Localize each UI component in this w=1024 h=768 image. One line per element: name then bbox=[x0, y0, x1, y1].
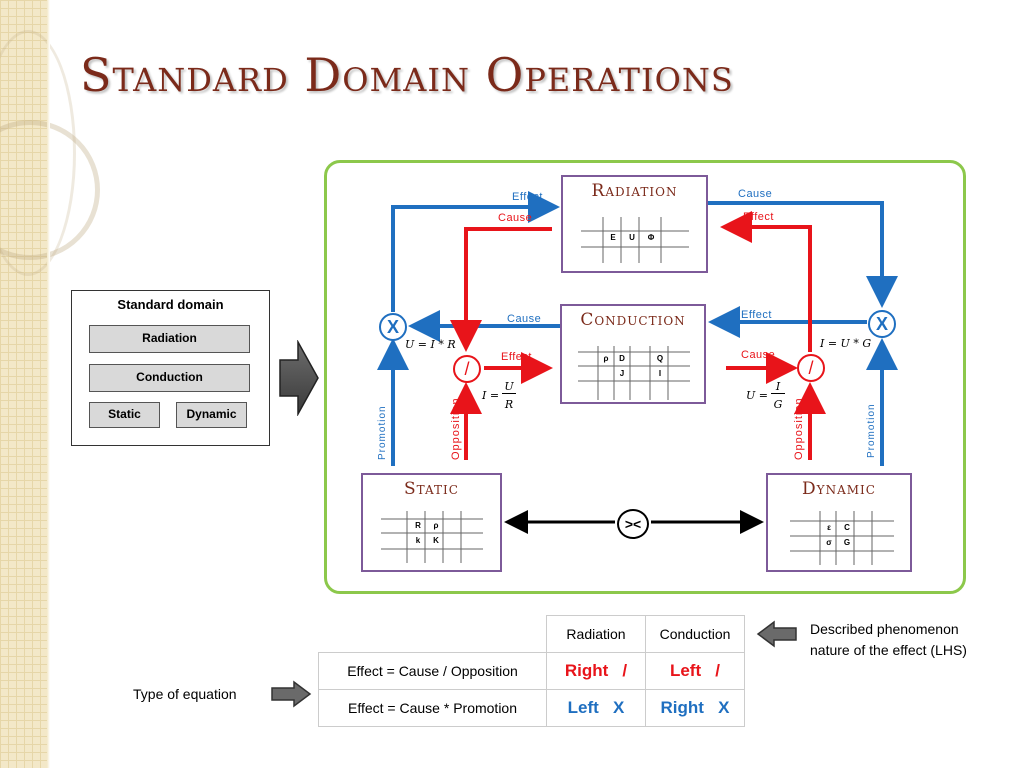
type-of-equation-note: Type of equation bbox=[133, 686, 237, 702]
label-opposition: Opposition bbox=[450, 397, 462, 460]
operation-table: Radiation Conduction Effect = Cause / Op… bbox=[318, 615, 745, 727]
equation-i-numerator: U bbox=[502, 380, 516, 394]
standard-domain-radiation: Radiation bbox=[89, 325, 250, 353]
table-row: Effect = Cause / Opposition Right / Left… bbox=[318, 652, 745, 690]
label-effect: Effect bbox=[743, 211, 774, 223]
equation-i-ug: I = U * G bbox=[820, 337, 872, 350]
radiation-title: Radiation bbox=[591, 181, 678, 201]
grid-cell: K bbox=[433, 536, 439, 545]
grid-cell: Q bbox=[656, 354, 664, 363]
compare-operator: >< bbox=[617, 509, 649, 539]
grid-cell: U bbox=[629, 233, 635, 242]
grid-cell: ρ bbox=[433, 521, 439, 530]
divide-operator-right: / bbox=[797, 354, 825, 382]
equation-u-ir: U = I * R bbox=[405, 338, 456, 351]
label-cause: Cause bbox=[498, 212, 533, 224]
table-cell: Left X bbox=[546, 689, 646, 727]
table-header: Conduction bbox=[645, 615, 745, 653]
grid-cell: C bbox=[844, 523, 850, 532]
standard-domain-dynamic: Dynamic bbox=[176, 402, 247, 428]
static-box: Static R ρ k K bbox=[361, 473, 502, 572]
static-title: Static bbox=[404, 479, 459, 499]
conduction-grid bbox=[578, 346, 690, 400]
label-cause: Cause bbox=[738, 188, 773, 200]
multiply-operator-right: X bbox=[868, 310, 896, 338]
right-arrow-icon bbox=[279, 340, 319, 416]
label-cause: Cause bbox=[507, 313, 542, 325]
conduction-title: Conduction bbox=[580, 310, 686, 330]
equation-i-denominator: R bbox=[504, 398, 514, 411]
standard-domain-conduction: Conduction bbox=[89, 364, 250, 392]
label-promotion: Promotion bbox=[866, 403, 877, 458]
grid-cell: Φ bbox=[647, 233, 655, 242]
label-opposition: Opposition bbox=[793, 397, 805, 460]
phenomenon-note: Described phenomenon nature of the effec… bbox=[810, 619, 967, 661]
equation-u-lhs: U = bbox=[746, 389, 768, 402]
table-header: Radiation bbox=[546, 615, 646, 653]
table-empty-cell bbox=[318, 615, 547, 653]
grid-cell: E bbox=[610, 233, 616, 242]
grid-cell: k bbox=[415, 536, 421, 545]
multiply-operator-left: X bbox=[379, 313, 407, 341]
phenomenon-note-line: nature of the effect (LHS) bbox=[810, 642, 967, 658]
table-cell: Left / bbox=[645, 652, 745, 690]
phenomenon-note-line: Described phenomenon bbox=[810, 621, 959, 637]
label-effect: Effect bbox=[501, 351, 532, 363]
dynamic-box: Dynamic ε C σ G bbox=[766, 473, 912, 572]
radiation-box: Radiation E U Φ bbox=[561, 175, 708, 273]
label-effect: Effect bbox=[512, 191, 543, 203]
grid-cell: σ bbox=[826, 538, 832, 547]
label-promotion: Promotion bbox=[377, 405, 388, 460]
radiation-grid bbox=[581, 217, 689, 263]
equation-u-numerator: I bbox=[771, 380, 785, 394]
slide-title: Standard Domain Operations bbox=[80, 48, 734, 102]
grid-cell: ρ bbox=[603, 354, 609, 363]
decorative-side-strip bbox=[0, 0, 100, 768]
standard-domain-title: Standard domain bbox=[117, 297, 224, 312]
table-header-row: Radiation Conduction bbox=[318, 615, 745, 653]
grid-cell: I bbox=[658, 369, 662, 378]
table-row-label: Effect = Cause * Promotion bbox=[318, 689, 547, 727]
equation-i-lhs: I = bbox=[482, 389, 500, 402]
table-row-label: Effect = Cause / Opposition bbox=[318, 652, 547, 690]
grid-cell: J bbox=[619, 369, 625, 378]
table-row: Effect = Cause * Promotion Left X Right … bbox=[318, 689, 745, 727]
grid-cell: G bbox=[843, 538, 851, 547]
table-cell: Right X bbox=[645, 689, 745, 727]
grid-cell: ε bbox=[827, 523, 831, 532]
conduction-box: Conduction ρ D Q J I bbox=[560, 304, 706, 404]
static-grid bbox=[381, 511, 483, 563]
dynamic-grid bbox=[790, 511, 894, 565]
standard-domain-box: Standard domain Radiation Conduction Sta… bbox=[71, 290, 270, 446]
standard-domain-static: Static bbox=[89, 402, 160, 428]
grid-cell: D bbox=[619, 354, 625, 363]
label-effect: Effect bbox=[741, 309, 772, 321]
dynamic-title: Dynamic bbox=[802, 479, 876, 499]
label-cause: Cause bbox=[741, 349, 776, 361]
right-arrow-icon bbox=[271, 680, 312, 708]
equation-u-denominator: G bbox=[773, 398, 783, 411]
grid-cell: R bbox=[415, 521, 421, 530]
table-cell: Right / bbox=[546, 652, 646, 690]
left-arrow-icon bbox=[756, 620, 797, 648]
divide-operator-left: / bbox=[453, 355, 481, 383]
